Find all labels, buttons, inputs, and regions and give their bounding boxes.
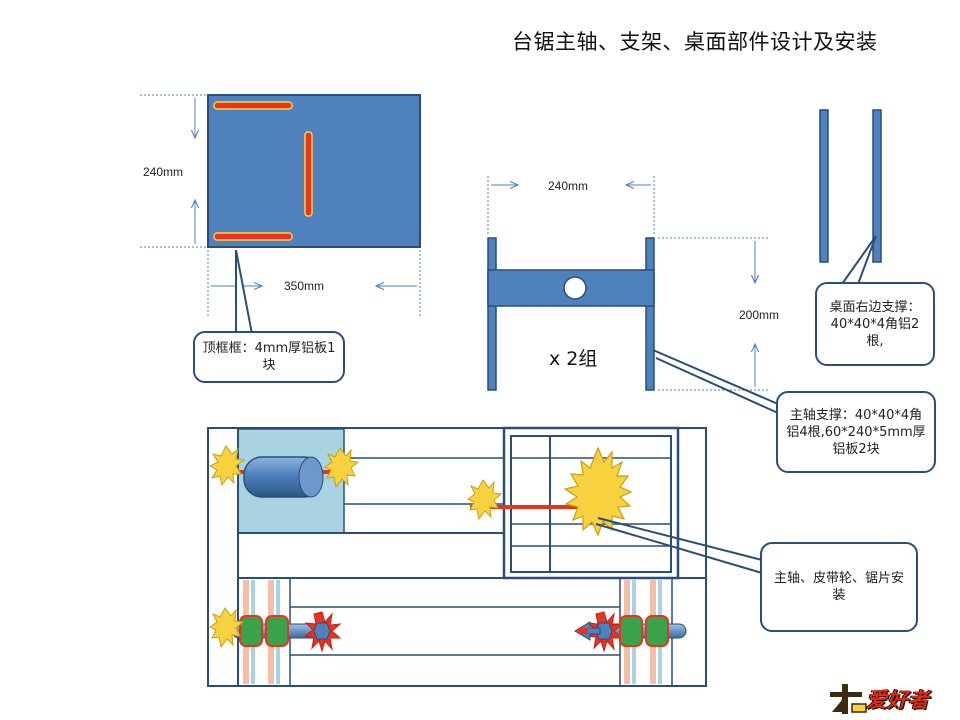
spindle-pulley — [467, 479, 503, 521]
right-support-callout: 桌面右边支撑：40*40*4角铝2根, — [815, 282, 935, 366]
spindle-support-callout: 主轴支撑：40*40*4角铝4根,60*240*5mm厚铝板2块 — [776, 391, 936, 473]
saw-blade — [563, 446, 633, 537]
lower-shaft-left — [209, 607, 342, 653]
carpenter-logo-icon — [830, 684, 867, 714]
slot-vertical — [304, 131, 313, 217]
bracket-height-label: 200mm — [739, 308, 780, 322]
top-frame-callout-pointer — [235, 249, 254, 335]
top-frame-callout: 顶框框：4mm厚铝板1块 — [193, 331, 345, 383]
spindle-bracket-dimensions — [487, 176, 768, 391]
spindle-callout-pointer — [652, 349, 779, 414]
top-frame-plate — [207, 94, 421, 248]
page-title: 台锯主轴、支架、桌面部件设计及安装 — [512, 30, 878, 54]
slot-bottom — [213, 232, 293, 241]
brand-logo: 爱好者 — [826, 680, 954, 716]
top-frame-dimensions — [140, 94, 421, 316]
assembly-callout: 主轴、皮带轮、锯片安装 — [760, 542, 918, 632]
top-frame-height-label: 240mm — [143, 165, 184, 179]
top-frame-width-label: 350mm — [284, 279, 325, 293]
right-support-callout-pointer — [841, 235, 877, 285]
motor — [230, 456, 342, 498]
assembly-callout-pointer — [595, 517, 763, 574]
slot-top — [213, 101, 293, 110]
motor-pulley-left — [208, 445, 246, 487]
bracket-multiplier: x 2组 — [549, 348, 598, 370]
bearing-hole — [563, 276, 587, 300]
motor-pulley-right — [324, 447, 360, 489]
spindle-bracket — [487, 237, 655, 391]
logo-text: 爱好者 — [866, 688, 929, 712]
lower-shaft-right — [574, 611, 687, 653]
bracket-width-label: 240mm — [548, 179, 589, 193]
right-support-angles — [819, 109, 882, 263]
